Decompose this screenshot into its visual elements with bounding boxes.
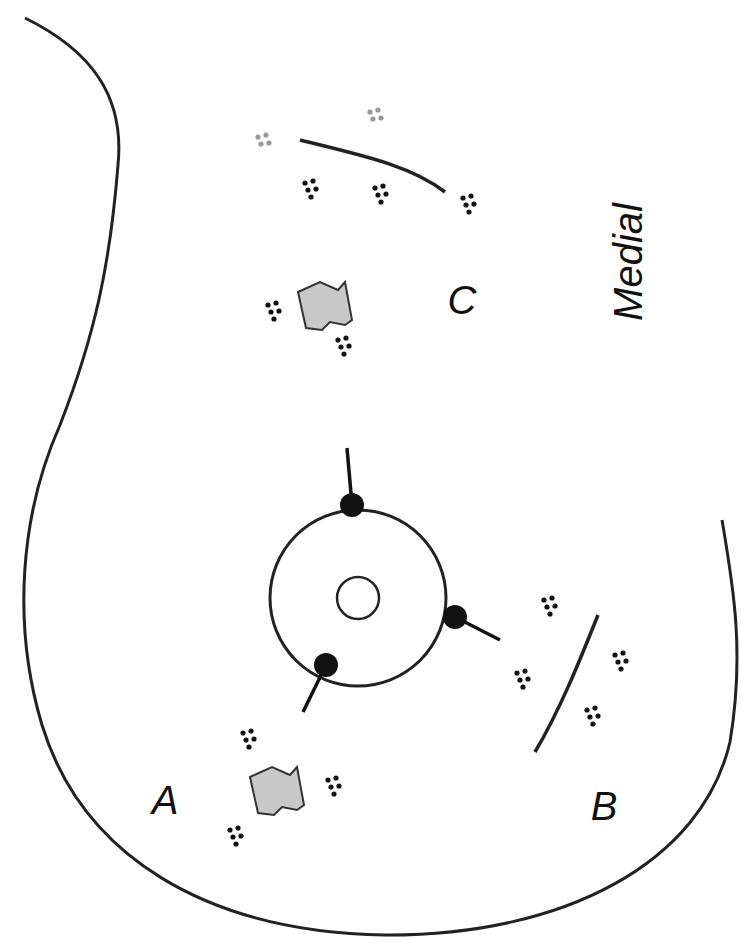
- region-letter: C: [448, 280, 477, 320]
- orientation-label: Medial: [608, 203, 648, 321]
- region-letter: B: [591, 786, 618, 826]
- region-letter: A: [152, 780, 179, 820]
